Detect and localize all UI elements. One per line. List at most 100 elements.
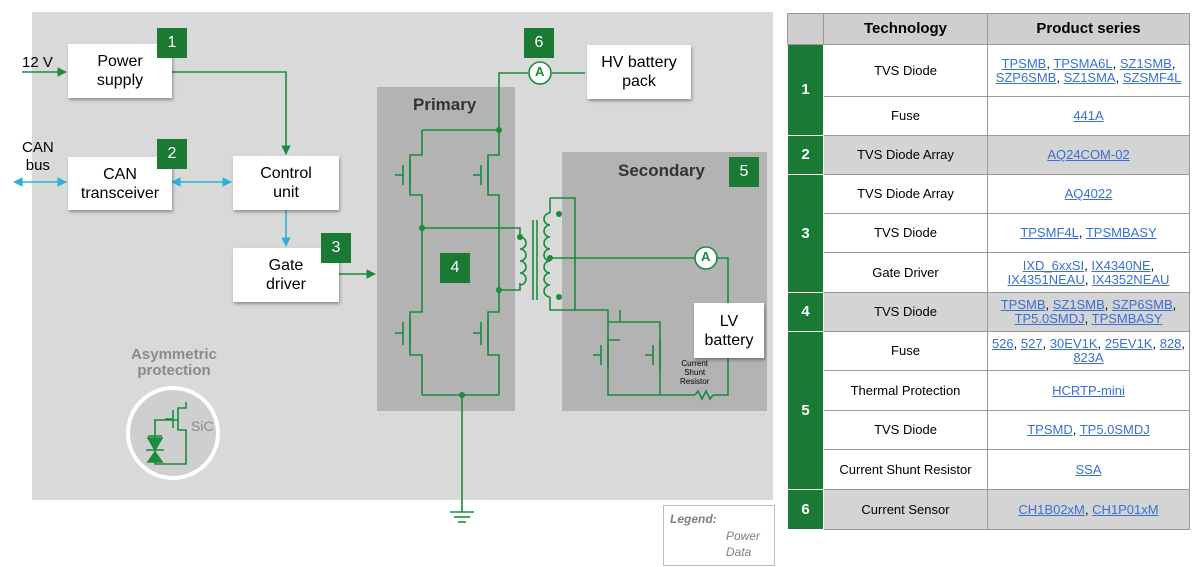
technology-cell: TVS Diode — [823, 292, 988, 332]
product-link[interactable]: 30EV1K — [1049, 336, 1098, 351]
can-bus-label: CAN bus — [22, 139, 54, 174]
header-product-series: Product series — [987, 13, 1190, 45]
product-link[interactable]: SZ1SMB — [1052, 297, 1105, 312]
product-link[interactable]: SSA — [1075, 461, 1102, 477]
technology-cell: Current Shunt Resistor — [823, 449, 988, 490]
product-link[interactable]: SZ1SMB — [1119, 55, 1172, 71]
product-link[interactable]: TPSMB — [1001, 55, 1047, 71]
product-link[interactable]: HCRTP-mini — [1052, 382, 1125, 398]
technology-cell: TVS Diode — [823, 410, 988, 450]
product-link[interactable]: 526 — [991, 336, 1014, 351]
primary-zone — [377, 87, 515, 411]
product-link[interactable]: TPSMBASY — [1085, 225, 1157, 240]
product-cell: AQ24COM-02 — [987, 135, 1190, 175]
product-link[interactable]: CH1B02xM — [1018, 501, 1085, 517]
product-separator: , — [1084, 257, 1092, 273]
product-link[interactable]: AQ4022 — [1064, 186, 1113, 201]
ammeter-label-lv: A — [701, 249, 711, 264]
product-separator: , — [1072, 422, 1080, 437]
product-link[interactable]: AQ24COM-02 — [1047, 147, 1130, 162]
wiring — [13, 61, 729, 554]
product-link[interactable]: TP5.0SMDJ — [1079, 422, 1150, 437]
badge-2: 2 — [157, 139, 187, 169]
asym-title: Asymmetric protection — [131, 346, 217, 379]
technology-cell: Gate Driver — [823, 252, 988, 293]
product-separator: , — [1056, 69, 1064, 85]
product-link[interactable]: 828 — [1159, 336, 1182, 351]
product-separator: , — [1097, 336, 1105, 351]
product-link[interactable]: TPSMBASY — [1091, 311, 1163, 326]
product-link[interactable]: TPSMA6L — [1053, 55, 1113, 71]
product-link[interactable]: SZ1SMA — [1063, 69, 1116, 85]
product-link[interactable]: 441A — [1073, 108, 1104, 123]
table-header-row: Technology Product series — [787, 13, 1190, 45]
technology-cell: TVS Diode — [823, 44, 988, 97]
product-link[interactable]: IX4352NEAU — [1092, 271, 1170, 287]
group-number: 5 — [787, 331, 824, 490]
product-cell: 526, 527, 30EV1K, 25EV1K, 828, 823A — [987, 331, 1190, 371]
product-link[interactable]: TPSMB — [1000, 297, 1046, 312]
lv-battery-block: LV battery — [694, 303, 764, 358]
product-separator: , — [1181, 336, 1186, 351]
power-supply-block: Power supply — [68, 44, 172, 98]
legend-title: Legend: — [670, 512, 717, 526]
product-link[interactable]: SZP6SMB — [995, 69, 1057, 85]
product-link[interactable]: CH1P01xM — [1092, 501, 1159, 517]
technology-cell: TVS Diode Array — [823, 174, 988, 214]
group-number: 1 — [787, 44, 824, 136]
product-link[interactable]: 527 — [1020, 336, 1043, 351]
product-link[interactable]: IX4351NEAU — [1007, 271, 1085, 287]
product-link[interactable]: IXD_6xxSI — [1022, 257, 1085, 273]
can-transceiver-block: CAN transceiver — [68, 157, 172, 210]
table-row: TVS Diode TPSMD, TP5.0SMDJ — [788, 410, 1190, 450]
product-link[interactable]: 25EV1K — [1104, 336, 1153, 351]
secondary-switches — [593, 340, 661, 370]
group-number: 4 — [787, 292, 824, 332]
ammeters — [528, 61, 718, 270]
product-cell: TPSMB, SZ1SMB, SZP6SMB, TP5.0SMDJ, TPSMB… — [987, 292, 1190, 332]
product-link[interactable]: TPSMD — [1027, 422, 1073, 437]
product-separator: , — [1112, 55, 1120, 71]
technology-cell: Current Sensor — [823, 489, 988, 530]
technology-cell: TVS Diode Array — [823, 135, 988, 175]
product-separator: , — [1172, 297, 1177, 312]
table-row: Thermal Protection HCRTP-mini — [788, 370, 1190, 411]
technology-cell: Thermal Protection — [823, 370, 988, 411]
header-num — [787, 13, 824, 45]
product-link[interactable]: SZSMF4L — [1122, 69, 1182, 85]
product-cell: TPSMF4L, TPSMBASY — [987, 213, 1190, 253]
legend: Legend: Power Data — [663, 505, 775, 566]
product-link[interactable]: TPSMF4L — [1020, 225, 1079, 240]
product-cell: AQ4022 — [987, 174, 1190, 214]
product-link[interactable]: TP5.0SMDJ — [1014, 311, 1085, 326]
product-separator: , — [1171, 55, 1176, 71]
sic-label: SiC — [191, 418, 214, 434]
product-separator: , — [1046, 55, 1054, 71]
product-separator: , — [1078, 225, 1086, 240]
wire-psu-control — [172, 71, 291, 155]
badge-6: 6 — [524, 28, 554, 58]
product-cell: 441A — [987, 96, 1190, 136]
group-number: 2 — [787, 135, 824, 175]
group-number: 6 — [787, 489, 824, 530]
header-technology: Technology — [823, 13, 988, 45]
legend-data: Data — [726, 545, 752, 559]
control-unit-block: Control unit — [233, 156, 339, 210]
legend-power: Power — [726, 529, 761, 543]
product-link[interactable]: SZP6SMB — [1111, 297, 1173, 312]
product-separator: , — [1115, 69, 1123, 85]
product-cell: IXD_6xxSI, IX4340NE, IX4351NEAU, IX4352N… — [987, 252, 1190, 293]
secondary-zone — [562, 152, 767, 411]
secondary-label: Secondary — [618, 161, 705, 180]
badge-5: 5 — [729, 157, 759, 187]
product-separator: , — [1084, 271, 1093, 287]
badge-4: 4 — [440, 253, 470, 283]
product-link[interactable]: IX4340NE — [1091, 257, 1151, 273]
product-link[interactable]: 823A — [1073, 350, 1104, 365]
product-separator: , — [1104, 297, 1112, 312]
